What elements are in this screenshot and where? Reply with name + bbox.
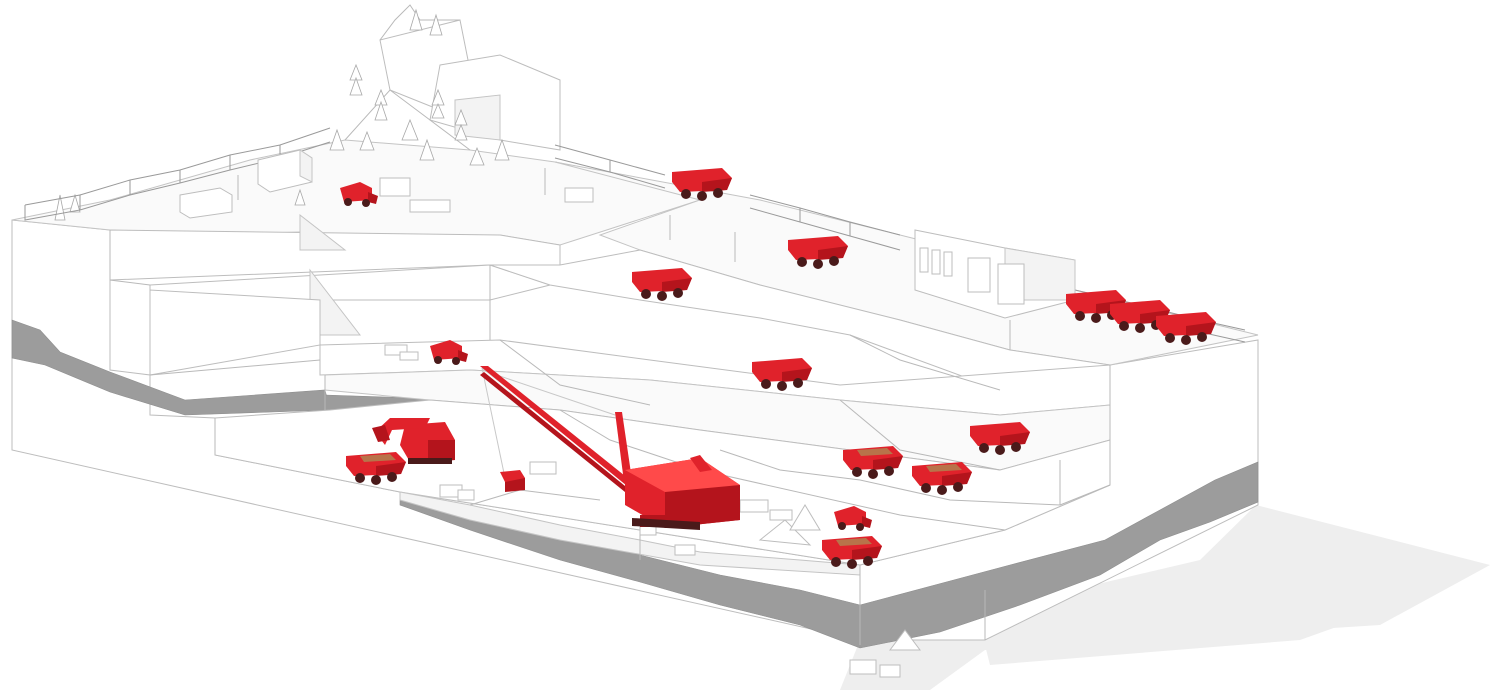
wheel-loader-3	[834, 506, 872, 531]
tree-cluster	[54, 8, 510, 221]
wheel-loader-2	[430, 340, 468, 365]
haul-truck-5	[970, 422, 1030, 455]
haul-truck-3	[632, 268, 692, 301]
wheel-loader-1	[340, 182, 378, 207]
ground-shadow	[840, 505, 1490, 690]
haul-truck-2	[788, 236, 848, 269]
site-office	[179, 149, 594, 219]
haul-truck-8	[346, 452, 406, 485]
haul-truck-parked-3	[1156, 312, 1216, 345]
rock-seam-front	[399, 461, 1259, 649]
maintenance-building	[914, 229, 1076, 319]
haul-truck-7	[912, 462, 972, 495]
haul-truck-1	[672, 168, 732, 201]
forest-hill	[54, 4, 561, 221]
haul-truck-4	[752, 358, 812, 391]
haul-truck-6	[843, 446, 903, 479]
hydraulic-shovel	[372, 418, 455, 464]
dragline-excavator	[480, 366, 740, 530]
rubble	[384, 344, 921, 678]
light-poles	[237, 168, 736, 262]
haul-truck-9	[822, 536, 882, 569]
